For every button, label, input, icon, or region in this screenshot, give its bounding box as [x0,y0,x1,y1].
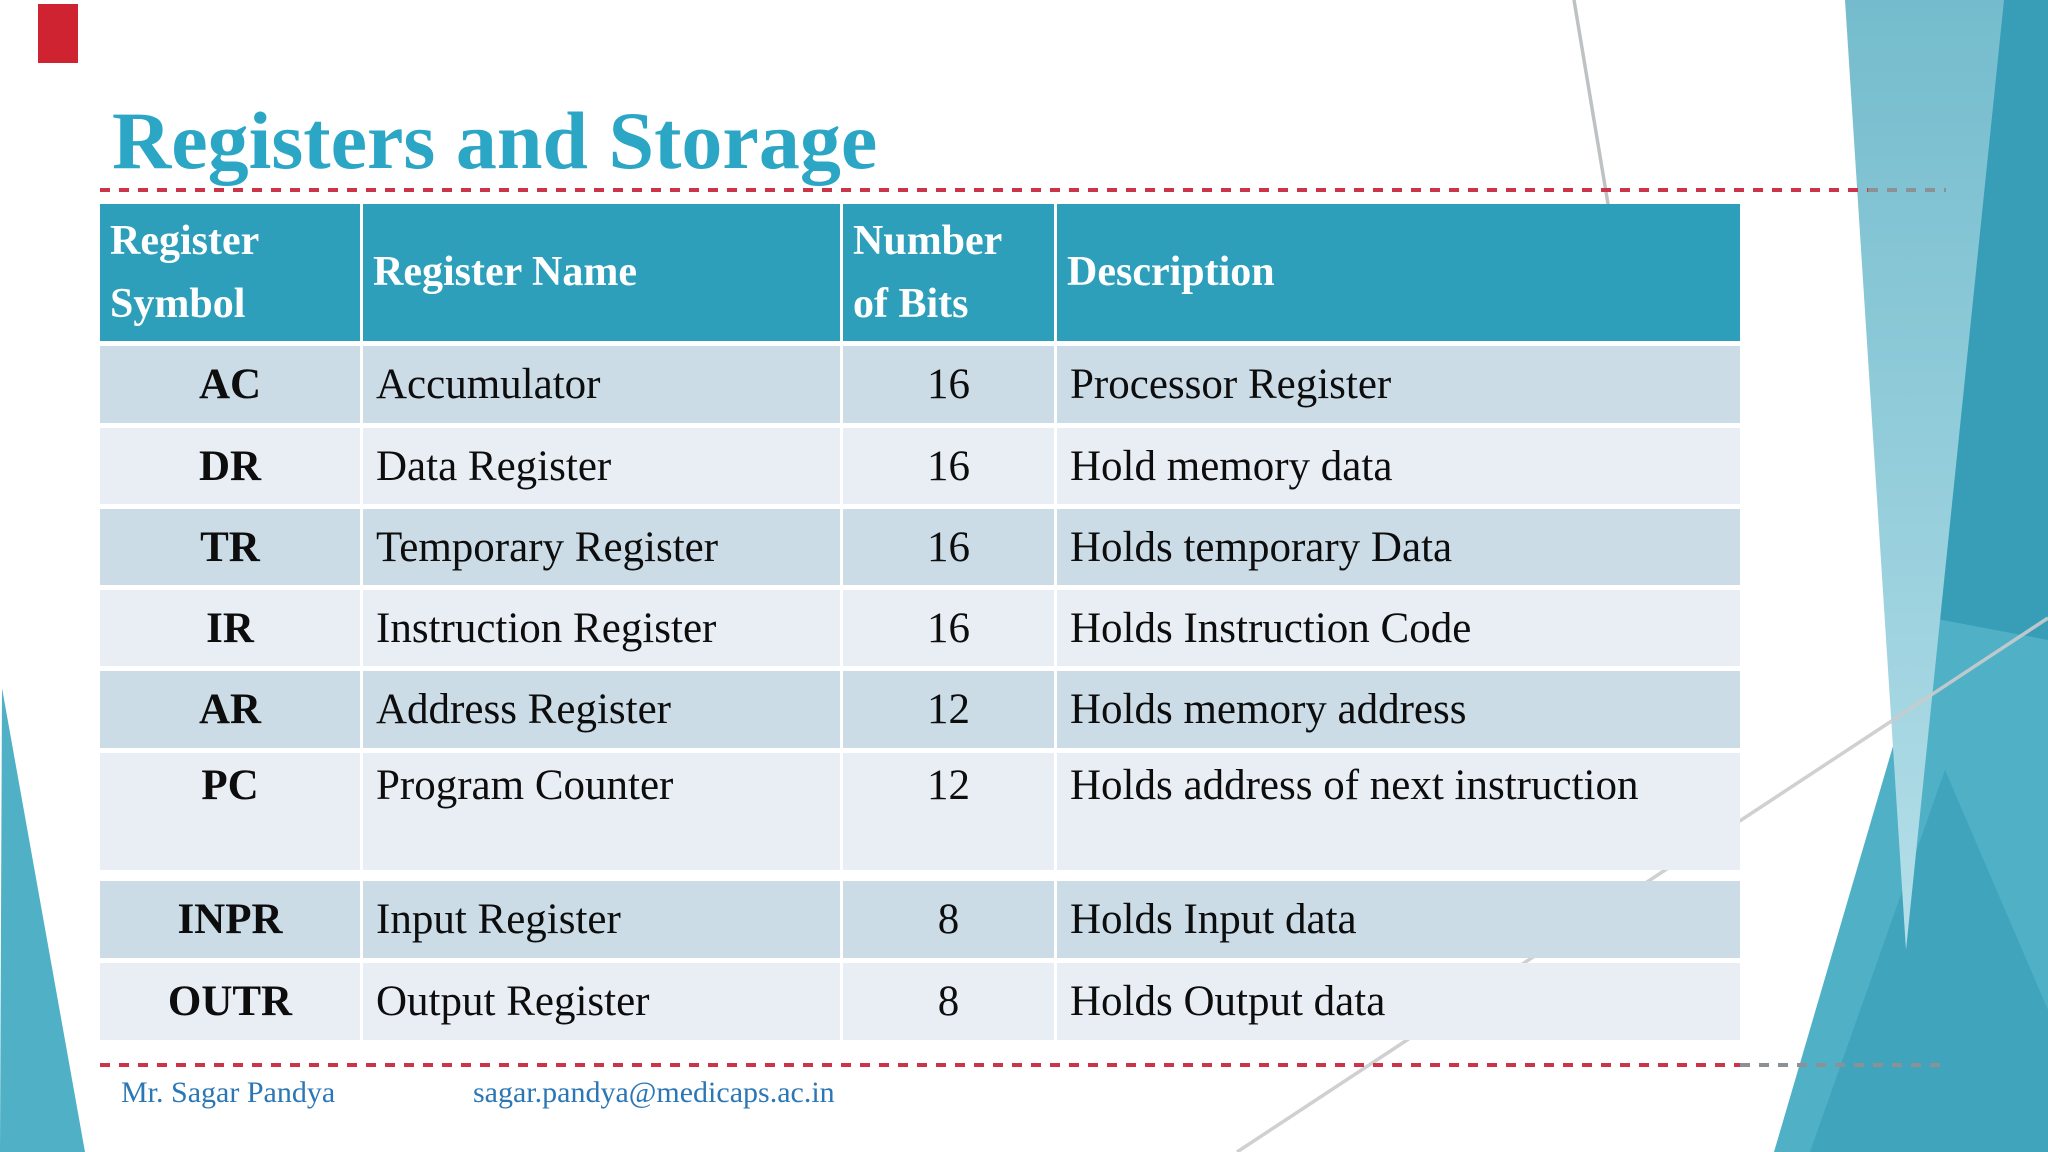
cell-description: Holds temporary Data [1057,509,1740,585]
cell-register-symbol: PC [100,753,360,870]
page-title: Registers and Storage [112,95,878,186]
table-row-ac: AC Accumulator 16 Processor Register [100,346,1740,423]
cell-description: Holds memory address [1057,671,1740,748]
column-header-register-symbol: Register Symbol [100,204,360,341]
table-row-tr: TR Temporary Register 16 Holds temporary… [100,509,1740,585]
cell-number-of-bits: 8 [843,881,1054,958]
table-row-inpr: INPR Input Register 8 Holds Input data [100,881,1740,958]
table-row-dr: DR Data Register 16 Hold memory data [100,428,1740,504]
cell-number-of-bits: 12 [843,671,1054,748]
cell-register-name: Output Register [363,963,840,1040]
column-header-description: Description [1057,204,1740,341]
footer-separator-extension [1740,1063,1941,1067]
table-row-pc: PC Program Counter 12 Holds address of n… [100,753,1740,870]
cell-register-symbol: IR [100,590,360,666]
cell-number-of-bits: 8 [843,963,1054,1040]
cell-register-name: Data Register [363,428,840,504]
title-separator-extension [1868,188,1946,192]
cell-register-name: Instruction Register [363,590,840,666]
cell-number-of-bits: 16 [843,346,1054,423]
cell-description: Holds address of next instruction [1057,753,1740,870]
table-row-ir: IR Instruction Register 16 Holds Instruc… [100,590,1740,666]
red-accent-bar [38,4,78,63]
table-header-row: Register Symbol Register Name Number of … [100,204,1740,341]
cell-register-symbol: DR [100,428,360,504]
column-header-number-of-bits: Number of Bits [843,204,1054,341]
footer-separator [100,1063,1740,1067]
teal-wedge-dark-bottom-right [1810,770,2048,1152]
cell-register-name: Address Register [363,671,840,748]
cell-description: Holds Input data [1057,881,1740,958]
registers-table: Register Symbol Register Name Number of … [100,204,1740,1040]
cell-description: Holds Output data [1057,963,1740,1040]
cell-register-name: Program Counter [363,753,840,870]
footer-author: Mr. Sagar Pandya [121,1076,336,1109]
footer-email: sagar.pandya@medicaps.ac.in [473,1076,835,1109]
gray-diagonal-line-top [1572,0,1612,217]
table-row-ar: AR Address Register 12 Holds memory addr… [100,671,1740,748]
bottom-left-triangle [0,688,85,1152]
cell-register-name: Input Register [363,881,840,958]
cell-register-symbol: INPR [100,881,360,958]
cell-register-symbol: TR [100,509,360,585]
table-row-outr: OUTR Output Register 8 Holds Output data [100,963,1740,1040]
cell-description: Hold memory data [1057,428,1740,504]
teal-wedge-pale [1845,0,2004,950]
teal-wedge-dark-top-right [1932,0,2048,640]
title-separator [100,188,1868,192]
cell-description: Holds Instruction Code [1057,590,1740,666]
cell-register-symbol: AR [100,671,360,748]
cell-register-name: Temporary Register [363,509,840,585]
cell-number-of-bits: 16 [843,590,1054,666]
cell-number-of-bits: 16 [843,509,1054,585]
cell-number-of-bits: 16 [843,428,1054,504]
cell-description: Processor Register [1057,346,1740,423]
cell-number-of-bits: 12 [843,753,1054,870]
cell-register-symbol: AC [100,346,360,423]
cell-register-symbol: OUTR [100,963,360,1040]
cell-register-name: Accumulator [363,346,840,423]
column-header-register-name: Register Name [363,204,840,341]
